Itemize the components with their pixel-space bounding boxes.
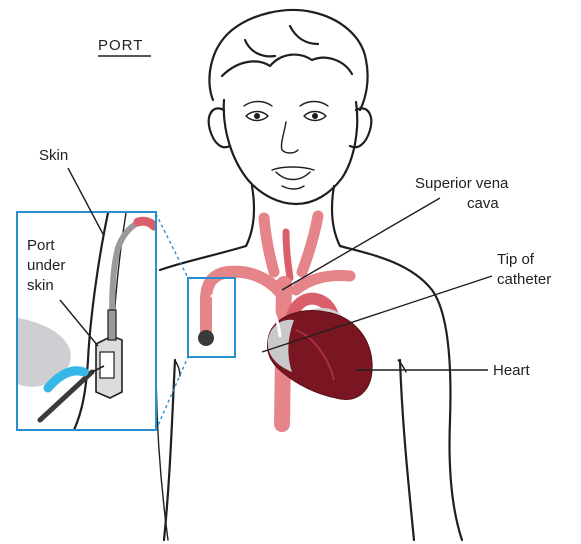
hair-outline — [209, 10, 367, 110]
carotid-artery — [286, 232, 290, 278]
port-disc — [198, 330, 214, 346]
diagram-title: PORT — [98, 37, 143, 54]
right-ear — [350, 108, 371, 147]
inset-vessel — [138, 221, 154, 226]
label-svc-line2: cava — [467, 195, 499, 212]
jugular-vein-right — [302, 216, 318, 272]
mouth — [272, 167, 314, 189]
left-pupil — [254, 113, 260, 119]
catheter-line — [212, 292, 280, 336]
label-heart: Heart — [493, 362, 531, 379]
label-port-line2: under — [27, 257, 65, 274]
left-brow — [244, 102, 272, 107]
jugular-vein-left — [264, 218, 274, 272]
label-port-line3: skin — [27, 277, 54, 294]
label-port-line1: Port — [27, 237, 55, 254]
right-torso-line — [400, 360, 414, 540]
port-septum — [100, 352, 114, 378]
label-tip-line2: catheter — [497, 271, 551, 288]
nose — [281, 122, 298, 153]
label-tip-line1: Tip of — [497, 251, 535, 268]
left-armpit — [176, 362, 180, 376]
port-stem — [108, 310, 116, 340]
label-svc-line1: Superior vena — [415, 175, 509, 192]
left-torso-line — [164, 360, 175, 540]
label-skin: Skin — [39, 147, 68, 164]
inset-connector-top — [156, 214, 188, 278]
left-ear — [209, 108, 230, 147]
right-brow — [300, 102, 328, 107]
right-pupil — [312, 113, 318, 119]
